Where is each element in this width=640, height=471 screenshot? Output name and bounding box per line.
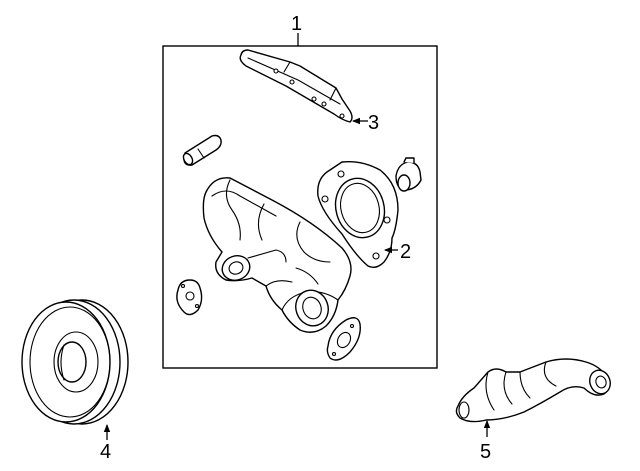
callout-2-label: 2 xyxy=(400,241,411,263)
sensor-plug xyxy=(395,157,422,192)
callout-5-label: 5 xyxy=(480,441,491,463)
callout-1-label: 1 xyxy=(291,13,302,35)
assembly-frame xyxy=(162,45,438,369)
small-gasket-bottom xyxy=(326,317,361,361)
part-4-pulley[interactable] xyxy=(21,299,129,425)
water-pump-body xyxy=(202,177,352,333)
callout-4[interactable]: 4 xyxy=(100,424,111,463)
stud-pin xyxy=(182,134,222,166)
callout-5[interactable]: 5 xyxy=(480,420,491,463)
part-2-gasket[interactable] xyxy=(317,160,399,269)
callout-3-label: 3 xyxy=(368,112,379,134)
callout-1[interactable]: 1 xyxy=(291,13,302,46)
part-3-bracket[interactable] xyxy=(239,49,353,123)
callout-2[interactable]: 2 xyxy=(384,241,411,263)
part-5-outlet-pipe[interactable] xyxy=(455,358,613,423)
callout-4-label: 4 xyxy=(100,441,111,463)
small-gasket-left xyxy=(176,279,203,316)
callout-3[interactable]: 3 xyxy=(352,112,379,134)
